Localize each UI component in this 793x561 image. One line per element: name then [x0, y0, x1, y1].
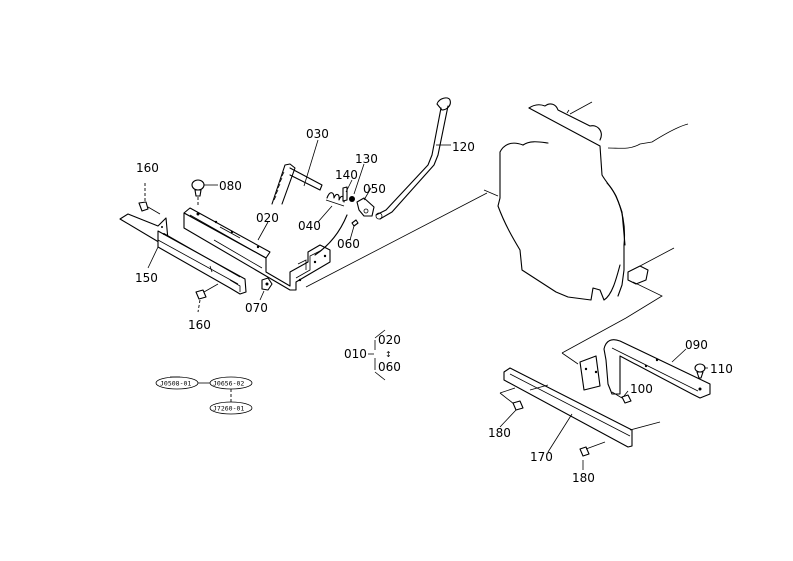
ref-code-j7260[interactable]: J7260-01 [213, 405, 244, 413]
part-070-nut [261, 277, 273, 291]
assembly-line [305, 192, 488, 288]
cable [314, 214, 348, 256]
assembly-line [561, 317, 627, 354]
bolt-160-top [138, 182, 161, 215]
part-150-rail [119, 213, 247, 295]
label-060-range-end[interactable]: 060 [378, 360, 401, 374]
label-160-top[interactable]: 160 [136, 161, 159, 175]
label-010[interactable]: 010 [344, 347, 367, 361]
label-020-range-start[interactable]: 020 [378, 333, 401, 347]
label-120[interactable]: 120 [452, 140, 475, 154]
part-060-pin [351, 219, 359, 227]
reference-codes: J0508-01 J0656-02 J7260-01 [155, 376, 253, 415]
ref-code-j0508[interactable]: J0508-01 [160, 380, 191, 388]
label-180-right[interactable]: 180 [572, 471, 595, 485]
label-030[interactable]: 030 [306, 127, 329, 141]
label-130[interactable]: 130 [355, 152, 378, 166]
label-060[interactable]: 060 [337, 237, 360, 251]
part-020-frame [183, 207, 331, 291]
range-separator: ↕ [385, 350, 392, 359]
leader-lines [147, 139, 708, 470]
bolt-180-left [512, 400, 524, 411]
ref-bubble[interactable] [209, 401, 253, 415]
label-090[interactable]: 090 [685, 338, 708, 352]
label-180-left[interactable]: 180 [488, 426, 511, 440]
label-050[interactable]: 050 [363, 182, 386, 196]
bolt-100 [611, 391, 632, 404]
part-labels: 030 120 130 140 050 160 080 020 040 060 … [135, 127, 733, 485]
part-050-plate [356, 197, 375, 217]
ref-code-j0656[interactable]: J0656-02 [213, 380, 244, 388]
part-140-pin [342, 186, 348, 202]
engine-block-outline [483, 101, 689, 319]
label-080[interactable]: 080 [219, 179, 242, 193]
label-140[interactable]: 140 [335, 168, 358, 182]
label-040[interactable]: 040 [298, 219, 321, 233]
part-120-rod [375, 97, 451, 220]
label-170[interactable]: 170 [530, 450, 553, 464]
label-020[interactable]: 020 [256, 211, 279, 225]
bolt-180-right [579, 441, 606, 457]
label-150[interactable]: 150 [135, 271, 158, 285]
part-170-rail [499, 367, 661, 448]
label-160-bottom[interactable]: 160 [188, 318, 211, 332]
assembly-group-010: 010 020 ↕ 060 [344, 329, 401, 381]
label-100[interactable]: 100 [630, 382, 653, 396]
part-130-washer [349, 196, 355, 202]
part-030-lever [271, 163, 323, 205]
bolt-160-bottom [195, 283, 219, 313]
label-110[interactable]: 110 [710, 362, 733, 376]
label-070[interactable]: 070 [245, 301, 268, 315]
part-040-spring [325, 192, 345, 207]
bolt-110 [694, 363, 706, 379]
part-080-knob [191, 179, 205, 206]
